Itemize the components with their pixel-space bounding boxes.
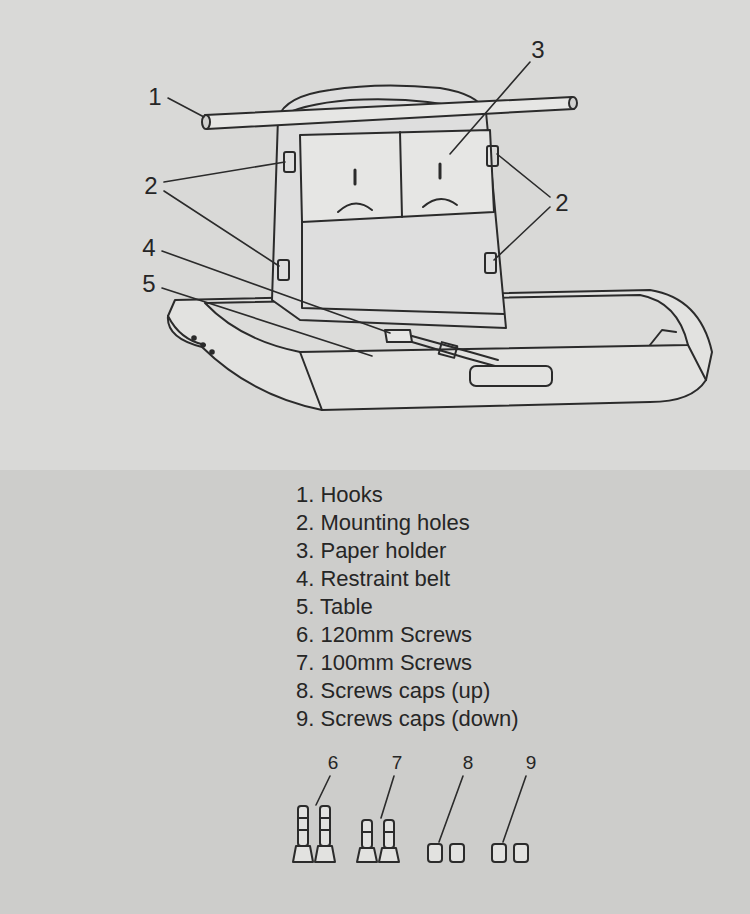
lower-panel (0, 470, 750, 914)
callout-number: 6 (328, 752, 339, 774)
hinge (650, 330, 676, 345)
mounting-hole (487, 146, 498, 166)
part-list-item: 3. Paper holder (296, 538, 446, 563)
table-edges (168, 316, 706, 410)
part-list-item: 5. Table (296, 594, 373, 619)
leader-lines (162, 62, 550, 842)
callout-number: 9 (526, 752, 537, 774)
paper-slot (355, 164, 440, 184)
callout-number: 4 (142, 234, 155, 262)
belt-clip (439, 342, 458, 358)
paper-holder (300, 130, 494, 222)
callout-number: 8 (463, 752, 474, 774)
paper-divider (400, 132, 402, 217)
part-list-item: 9. Screws caps (down) (296, 706, 519, 731)
part-list-item: 1. Hooks (296, 482, 383, 507)
mounting-hole (278, 260, 289, 280)
table-handle (470, 366, 552, 386)
part-list-item: 4. Restraint belt (296, 566, 450, 591)
paper-opening (338, 199, 457, 212)
mounting-hole (485, 253, 496, 273)
callout-number: 7 (392, 752, 403, 774)
upper-panel (0, 0, 750, 470)
restraint-belt (412, 336, 498, 366)
part-list-item: 2. Mounting holes (296, 510, 470, 535)
panel-lower (302, 222, 504, 314)
callout-number: 2 (144, 172, 157, 200)
hook-rod (205, 97, 574, 129)
callout-number: 1 (148, 83, 161, 111)
hook-end (569, 97, 577, 109)
callout-number: 3 (531, 36, 544, 64)
screw-cap (428, 844, 528, 862)
part-list-item: 7. 100mm Screws (296, 650, 472, 675)
part-list-item: 8. Screws caps (up) (296, 678, 490, 703)
part-list-item: 6. 120mm Screws (296, 622, 472, 647)
screw-120 (293, 806, 335, 862)
callout-number: 5 (142, 270, 155, 298)
callout-number: 2 (555, 189, 568, 217)
screw-100 (357, 820, 399, 862)
belt-buckle (385, 330, 412, 342)
